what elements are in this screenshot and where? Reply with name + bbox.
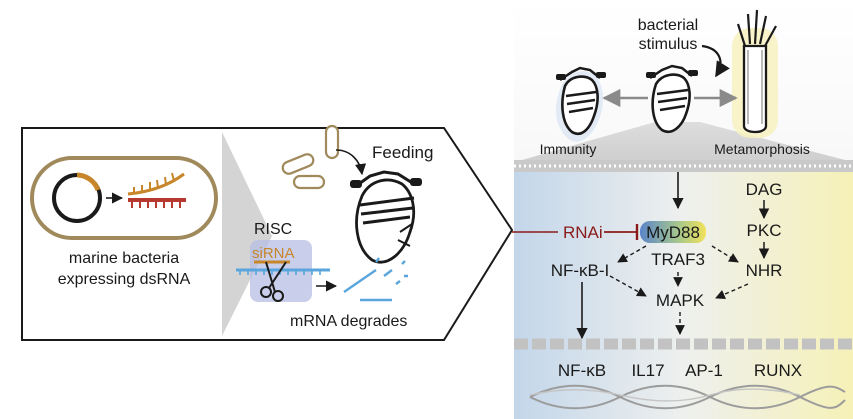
immunity-label: Immunity bbox=[540, 141, 597, 157]
ap1-label: AP-1 bbox=[685, 361, 723, 380]
bacterium-capsule bbox=[30, 156, 218, 240]
polyp-middle bbox=[646, 64, 698, 134]
plasmid-insert bbox=[76, 172, 101, 192]
bacteria-label-line1: marine bacteria bbox=[69, 250, 179, 267]
stimulus-label-line1: bacterial bbox=[638, 17, 698, 34]
mrna-fragments-icon bbox=[343, 257, 408, 302]
inset-divider-wedge bbox=[222, 132, 272, 336]
sirna-label: siRNA bbox=[252, 245, 295, 262]
traf3-label: TRAF3 bbox=[651, 250, 705, 269]
rnai-label: RNAi bbox=[563, 223, 603, 242]
runx-label: RUNX bbox=[754, 361, 802, 380]
scissors-icon bbox=[260, 261, 287, 302]
larva-icon bbox=[350, 170, 422, 264]
risc-label: RISC bbox=[254, 221, 292, 238]
polyp-metamorphosis bbox=[732, 9, 778, 138]
mapk-label: MAPK bbox=[656, 291, 705, 310]
dsrna-hairpin-icon bbox=[127, 172, 186, 208]
polyp-immunity bbox=[555, 66, 606, 142]
myd88-box bbox=[640, 221, 706, 243]
bacteria-label-line2: expressing dsRNA bbox=[58, 271, 191, 288]
cell-membrane bbox=[514, 160, 853, 172]
arrow-myd88-nfkbi bbox=[617, 245, 647, 263]
stimulus-arrow bbox=[701, 44, 730, 78]
dna-helix bbox=[529, 384, 846, 410]
nfkb-label: NF-κB bbox=[558, 361, 606, 380]
nfkbi-label: NF-κB-I bbox=[551, 261, 610, 280]
bacteria-pills-icon bbox=[281, 124, 340, 190]
dag-label: DAG bbox=[746, 180, 783, 199]
metamorphosis-label: Metamorphosis bbox=[714, 141, 810, 157]
arrow-myd88-nhr bbox=[711, 245, 739, 263]
pkc-label: PKC bbox=[747, 221, 782, 240]
mrna-strand-icon bbox=[236, 268, 330, 275]
mrna-degrades-label: mRNA degrades bbox=[290, 313, 407, 330]
arrow-nhr-mapk bbox=[715, 283, 749, 299]
feeding-arrow bbox=[335, 149, 367, 176]
zoom-cone bbox=[522, 122, 845, 160]
myd88-label: MyD88 bbox=[646, 223, 700, 242]
feeding-label: Feeding bbox=[372, 143, 433, 162]
stimulus-label-line2: stimulus bbox=[639, 36, 698, 53]
nhr-label: NHR bbox=[746, 261, 783, 280]
il17-label: IL17 bbox=[631, 361, 664, 380]
